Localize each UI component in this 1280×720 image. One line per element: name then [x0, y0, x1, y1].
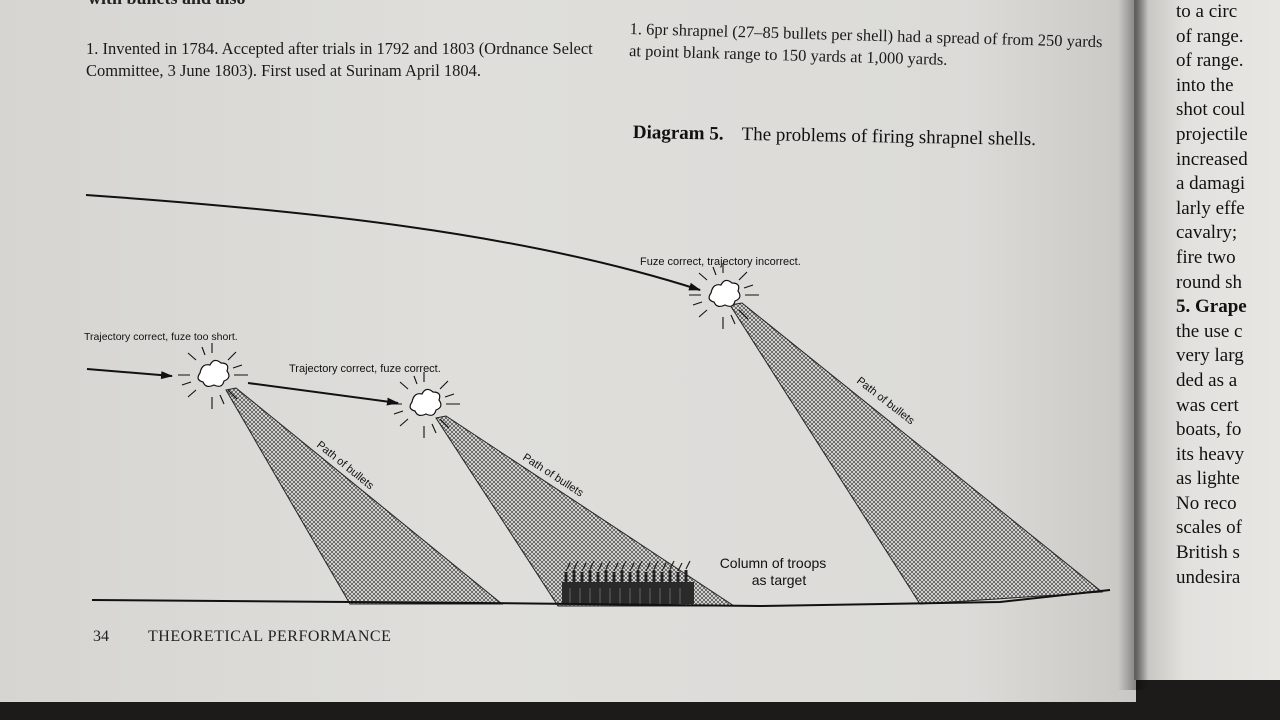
- shrapnel-diagram: Trajectory correct, fuze too short. Traj…: [84, 194, 1111, 608]
- troop-column: [562, 560, 694, 604]
- right-page-line: cavalry;: [1176, 222, 1238, 244]
- trajectory-line-short-fuze: [86, 368, 173, 380]
- right-page-line: projectile: [1176, 123, 1248, 145]
- ground-line: [91, 589, 1111, 608]
- bullet-cone-correct: [435, 415, 736, 607]
- right-page-line: a damagi: [1176, 173, 1246, 195]
- trajectory-line-incorrect: [85, 194, 701, 291]
- right-page-line: of range.: [1176, 25, 1244, 47]
- right-page-line: to a circ: [1176, 1, 1238, 22]
- right-page-line: shot coul: [1176, 99, 1246, 121]
- trajectory-line-correct: [247, 382, 399, 406]
- right-page-line: round sh: [1176, 271, 1242, 293]
- label-trajectory-incorrect: Fuze correct, trajectory incorrect.: [640, 256, 801, 268]
- shell-burst-incorrect: [689, 263, 759, 329]
- footnote-left: 1. Invented in 1784. Accepted after tria…: [86, 39, 593, 80]
- bullet-cone-incorrect: [729, 302, 1104, 605]
- shell-burst-correct: [390, 372, 460, 438]
- cut-off-top-text: with bullets and also: [88, 0, 246, 9]
- right-page-line: larly effe: [1176, 197, 1245, 219]
- page-number: 34: [93, 628, 109, 645]
- right-page-line: of range.: [1176, 50, 1244, 72]
- running-head: THEORETICAL PERFORMANCE: [148, 628, 392, 645]
- right-page-line: as lighte: [1176, 468, 1240, 490]
- label-target-line-1: Column of troops: [720, 555, 827, 571]
- label-target-line-2: as target: [752, 572, 807, 588]
- left-book-page: with bullets and also 1. Invented in 178…: [0, 0, 1136, 702]
- label-fuze-too-short: Trajectory correct, fuze too short.: [84, 331, 238, 343]
- right-book-page: [1134, 0, 1280, 680]
- right-page-line: scales of: [1176, 517, 1242, 539]
- right-page-line: boats, fo: [1176, 419, 1242, 441]
- label-fuze-correct: Trajectory correct, fuze correct.: [289, 363, 441, 375]
- right-page-line: fire two: [1176, 246, 1236, 268]
- right-page-line: No reco: [1176, 492, 1237, 514]
- bullet-cone-short-fuze: [225, 387, 504, 605]
- right-page-line: very larg: [1176, 345, 1244, 367]
- right-page-line: ded as a: [1176, 369, 1238, 391]
- right-page-line: undesira: [1176, 566, 1241, 588]
- book-gutter-shadow: [1118, 0, 1148, 690]
- right-page-line: into the: [1176, 74, 1234, 96]
- right-page-line: increased: [1176, 148, 1248, 170]
- right-page-line: was cert: [1176, 394, 1239, 416]
- right-page-line: its heavy: [1176, 443, 1245, 465]
- right-page-line: the use c: [1176, 320, 1243, 342]
- shell-burst-short-fuze: [178, 343, 248, 409]
- right-page-line: British s: [1176, 542, 1240, 564]
- right-page-line: 5. Grape: [1176, 296, 1247, 318]
